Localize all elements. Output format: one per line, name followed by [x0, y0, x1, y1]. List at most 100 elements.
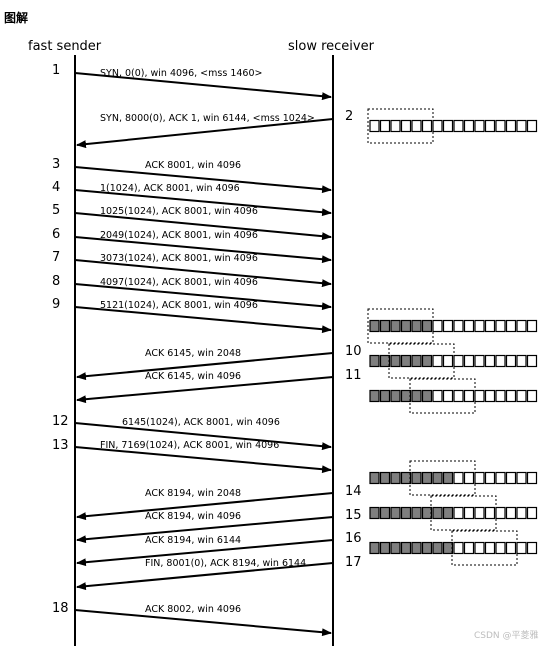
buffer-cell: [390, 471, 401, 485]
buffer-cell: [484, 319, 496, 333]
segment-label: ACK 8194, win 4096: [145, 511, 241, 522]
buffer-cell: [495, 319, 506, 333]
segment-label: SYN, 8000(0), ACK 1, win 6144, <mss 1024…: [100, 113, 315, 124]
buffer-cell: [379, 541, 391, 555]
buffer-cell: [526, 471, 538, 485]
buffer-cell: [526, 354, 538, 368]
segment-label: 1(1024), ACK 8001, win 4096: [100, 183, 240, 194]
buffer-cell: [505, 119, 517, 133]
buffer-cell: [432, 541, 443, 555]
receive-window: [367, 308, 434, 344]
buffer-cell: [484, 506, 496, 520]
buffer-cell: [516, 506, 527, 520]
buffer-cell: [463, 541, 475, 555]
receive-buffer: [367, 108, 538, 144]
message-arrow: [76, 492, 334, 521]
step-number: 1: [52, 63, 60, 78]
buffer-cell: [495, 471, 506, 485]
buffer-cell: [526, 119, 538, 133]
buffer-cell: [453, 319, 464, 333]
buffer-cell: [390, 119, 401, 133]
buffer-cell: [484, 541, 496, 555]
buffer-cell: [453, 506, 464, 520]
message-arrow: [76, 118, 334, 149]
step-number: 12: [52, 414, 69, 429]
step-number: 18: [52, 601, 69, 616]
buffer-cell: [442, 506, 454, 520]
buffer-cell: [411, 471, 422, 485]
step-number: 15: [345, 508, 362, 523]
segment-label: ACK 8194, win 6144: [145, 535, 241, 546]
watermark: CSDN @平菱雅: [474, 629, 539, 641]
buffer-cell: [474, 541, 485, 555]
buffer-cell: [379, 354, 391, 368]
buffer-cell: [526, 506, 538, 520]
buffer-cell: [505, 389, 517, 403]
buffer-cell: [411, 354, 422, 368]
buffer-cell: [421, 541, 433, 555]
buffer-cell: [390, 506, 401, 520]
buffer-cell: [369, 541, 380, 555]
segment-label: 4097(1024), ACK 8001, win 4096: [100, 277, 258, 288]
buffer-cell: [516, 471, 527, 485]
buffer-cell: [474, 389, 485, 403]
buffer-cell: [474, 319, 485, 333]
buffer-cell: [484, 354, 496, 368]
buffer-cell: [421, 354, 433, 368]
buffer-cell: [390, 389, 401, 403]
step-number: 17: [345, 555, 362, 570]
buffer-cell: [411, 319, 422, 333]
buffer-cell: [432, 354, 443, 368]
buffer-cell: [505, 471, 517, 485]
buffer-cell: [453, 119, 464, 133]
buffer-cell: [505, 319, 517, 333]
buffer-cell: [432, 119, 443, 133]
message-arrow: [74, 306, 332, 334]
buffer-cell: [495, 506, 506, 520]
buffer-cell: [400, 471, 412, 485]
buffer-cell: [442, 541, 454, 555]
receive-window: [367, 108, 434, 144]
receive-window: [409, 378, 476, 414]
buffer-cell: [432, 319, 443, 333]
step-number: 5: [52, 203, 60, 218]
buffer-cell: [495, 389, 506, 403]
step-number: 3: [52, 157, 60, 172]
message-arrow: [74, 609, 332, 637]
buffer-cell: [400, 354, 412, 368]
message-arrow: [74, 422, 332, 451]
buffer-cell: [379, 506, 391, 520]
buffer-cell: [442, 119, 454, 133]
figure-heading: 图解: [4, 10, 28, 25]
buffer-cell: [474, 354, 485, 368]
segment-label: 5121(1024), ACK 8001, win 4096: [100, 300, 258, 311]
buffer-cell: [463, 389, 475, 403]
buffer-cell: [432, 389, 443, 403]
buffer-cell: [400, 541, 412, 555]
buffer-cell: [379, 471, 391, 485]
buffer-cell: [484, 119, 496, 133]
segment-label: 1025(1024), ACK 8001, win 4096: [100, 206, 258, 217]
buffer-cell: [474, 506, 485, 520]
receive-buffer: [369, 343, 538, 379]
buffer-cell: [505, 354, 517, 368]
buffer-cell: [484, 389, 496, 403]
buffer-cell: [369, 119, 380, 133]
segment-label: ACK 8001, win 4096: [145, 160, 241, 171]
buffer-cell: [411, 541, 422, 555]
buffer-cell: [432, 506, 443, 520]
message-arrow: [74, 259, 332, 288]
buffer-cell: [442, 354, 454, 368]
segment-label: 6145(1024), ACK 8001, win 4096: [122, 417, 280, 428]
step-number: 7: [52, 250, 60, 265]
message-arrow: [74, 189, 332, 217]
receive-buffer: [369, 378, 538, 414]
buffer-cell: [442, 471, 454, 485]
buffer-cell: [516, 319, 527, 333]
buffer-cell: [442, 319, 454, 333]
step-number: 10: [345, 344, 362, 359]
buffer-cell: [400, 389, 412, 403]
message-arrow: [74, 446, 332, 474]
segment-label: ACK 6145, win 4096: [145, 371, 241, 382]
